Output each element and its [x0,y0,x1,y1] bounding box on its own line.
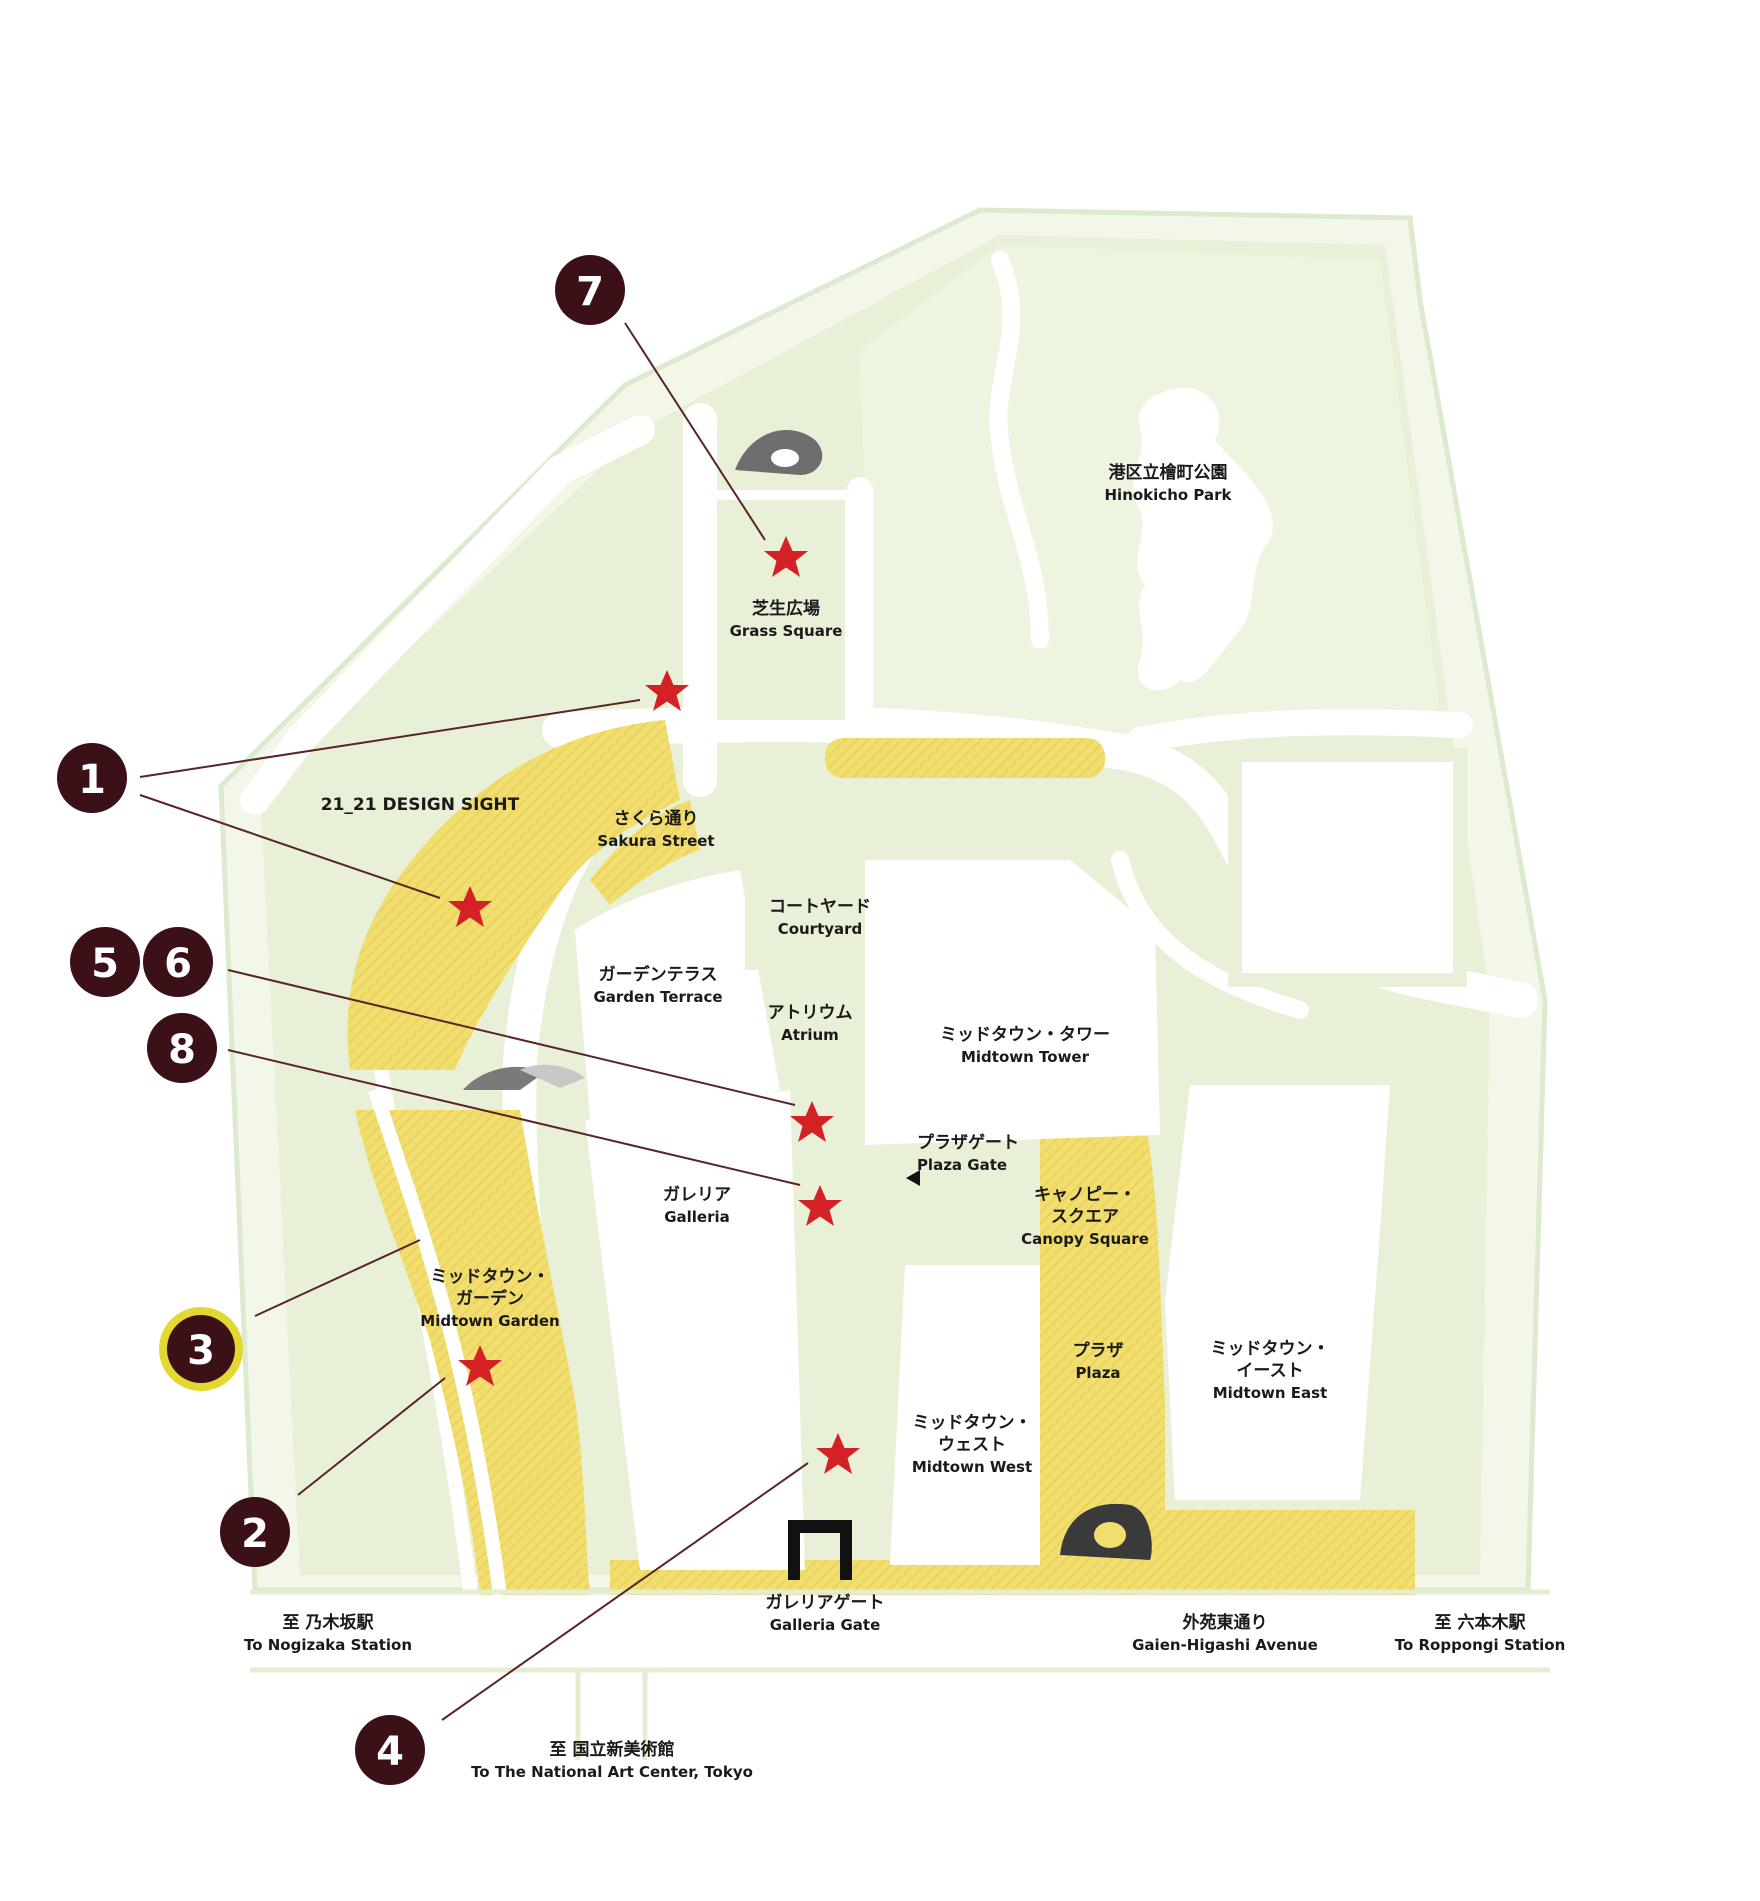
marker-3[interactable]: 3 [159,1307,243,1391]
midtown-garden-en: Midtown Garden [420,1312,559,1330]
marker-6-number: 6 [164,941,192,987]
midtown-garden-jp-1: ミッドタウン・ [431,1267,550,1287]
northeast-building [1228,748,1467,987]
roppongi-jp: 至 六本木駅 [1435,1612,1527,1633]
marker-7-number: 7 [576,269,604,315]
labels: 港区立檜町公園 Hinokicho Park 芝生広場 Grass Square… [244,462,1565,1781]
galleria-gate-en: Galleria Gate [770,1616,881,1634]
marker-8[interactable]: 8 [147,1013,217,1083]
roppongi-en: To Roppongi Station [1395,1636,1566,1654]
grass-square-en: Grass Square [730,622,843,640]
atrium-en: Atrium [781,1026,839,1044]
midtown-east-en: Midtown East [1213,1384,1328,1402]
sculpture-garden-2 [520,1064,585,1088]
midtown-garden-jp-2: ガーデン [456,1288,524,1309]
highlight-zone-north [825,738,1105,778]
highlight-zone-sakura [590,800,700,905]
midtown-west-building [890,1265,1040,1565]
buildings [575,748,1467,1570]
midtown-east-jp-2: イースト [1236,1361,1303,1381]
leader-lines [139,322,809,1721]
pond [1132,388,1273,691]
roads [250,1589,1550,1760]
galleria-corridor [790,1070,850,1430]
midtown-west-jp-2: ウェスト [938,1435,1006,1455]
courtyard-jp: コートヤード [769,897,871,917]
garden-path [368,1087,507,1596]
atrium-jp: アトリウム [768,1003,853,1023]
sakura-street-en: Sakura Street [597,832,714,850]
marker-1-number: 1 [78,757,106,803]
midtown-east-jp-1: ミッドタウン・ [1211,1339,1330,1359]
marker-5[interactable]: 5 [70,927,140,997]
marker-2-number: 2 [241,1511,269,1557]
gaien-jp: 外苑東通り [1183,1612,1268,1633]
midtown-tower-en: Midtown Tower [961,1048,1090,1066]
nogizaka-en: To Nogizaka Station [244,1636,412,1654]
national-art-center-en: To The National Art Center, Tokyo [471,1763,753,1781]
canopy-square-jp-1: キャノピー・ [1034,1185,1136,1205]
marker-3-number: 3 [187,1328,215,1374]
galleria-jp: ガレリア [663,1185,731,1205]
sculpture-plaza-hole [1094,1522,1126,1548]
plaza-jp: プラザ [1073,1340,1124,1361]
marker-4-number: 4 [376,1729,404,1775]
sculpture-grass-square-hole [771,449,799,467]
plaza-en: Plaza [1075,1364,1120,1382]
plaza-gate-jp: プラザゲート [917,1132,1019,1153]
plaza-gate-en: Plaza Gate [917,1156,1007,1174]
garden-terrace-en: Garden Terrace [593,988,722,1006]
midtown-east-building [1165,1085,1390,1500]
midtown-west-en: Midtown West [912,1458,1032,1476]
marker-2[interactable]: 2 [220,1497,290,1567]
marker-8-number: 8 [168,1027,196,1073]
sakura-street-jp: さくら通り [614,809,699,829]
galleria-gate-jp: ガレリアゲート [766,1592,885,1613]
highlight-zone-plaza [610,1120,1415,1595]
canopy-square-jp-2: スクエア [1051,1207,1119,1227]
highlight-zone-garden [355,1110,590,1595]
marker-5-number: 5 [91,941,119,987]
midtown-tower-building [865,860,1160,1145]
nogizaka-jp: 至 乃木坂駅 [283,1612,375,1633]
marker-4[interactable]: 4 [355,1715,425,1785]
galleria-en: Galleria [664,1208,730,1226]
canopy-square-en: Canopy Square [1021,1230,1149,1248]
courtyard-en: Courtyard [778,920,863,938]
courtyard-area [745,880,865,970]
grass-square-jp: 芝生広場 [752,598,820,619]
marker-6[interactable]: 6 [143,927,213,997]
national-art-center-jp: 至 国立新美術館 [550,1739,675,1760]
galleria-gate-icon [788,1520,852,1580]
hinokicho-park-en: Hinokicho Park [1105,486,1233,504]
plaza-gate-arrow-icon [906,1170,920,1186]
oval-lawn [820,780,1100,860]
marker-7[interactable]: 7 [555,255,625,325]
marker-1[interactable]: 1 [57,743,127,813]
galleria-building [585,1090,805,1570]
sculpture-garden [463,1066,545,1090]
midtown-tower-jp: ミッドタウン・タワー [940,1025,1110,1045]
garden-terrace-jp: ガーデンテラス [599,964,718,985]
grass-square-area [707,490,855,730]
highlight-zone-design-sight [347,720,680,1070]
midtown-west-jp-1: ミッドタウン・ [913,1413,1032,1433]
gaien-en: Gaien-Higashi Avenue [1132,1636,1318,1654]
hinokicho-park-jp: 港区立檜町公園 [1109,462,1228,483]
garden-terrace-building [575,870,780,1120]
design-sight-label: 21_21 DESIGN SIGHT [321,795,520,815]
